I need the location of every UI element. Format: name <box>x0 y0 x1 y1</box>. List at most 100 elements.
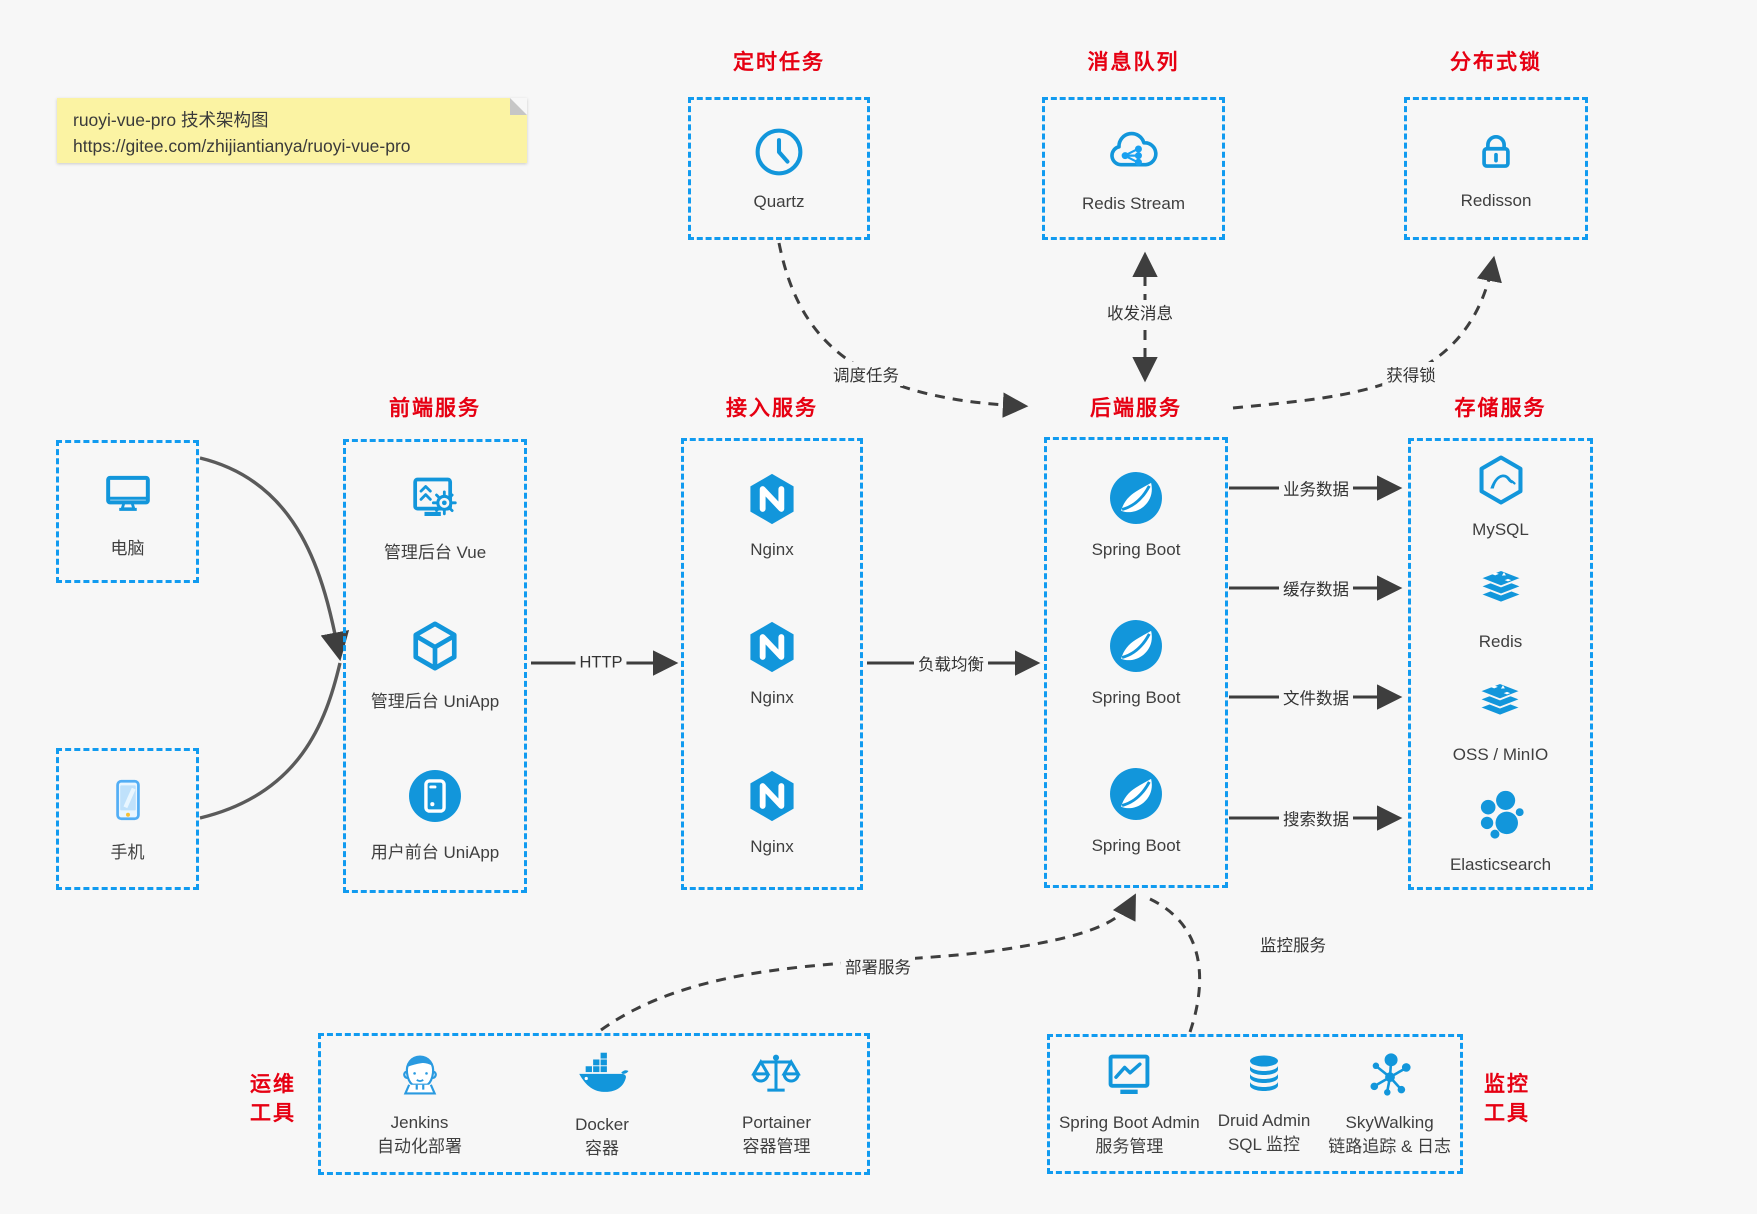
lock-icon <box>1470 126 1522 183</box>
node-druid-admin: Druid Admin SQL 监控 <box>1218 1051 1311 1157</box>
box-gateway: Nginx Nginx Nginx <box>681 438 863 890</box>
node-label: Portainer 容器管理 <box>742 1111 811 1159</box>
box-frontend: 管理后台 Vue 管理后台 UniApp 用户前台 UniApp <box>343 439 527 893</box>
title-storage: 存储服务 <box>1454 397 1547 420</box>
node-user-uniapp: 用户前台 UniApp <box>371 767 499 863</box>
box-redisson: Redisson <box>1404 97 1588 240</box>
node-name: Druid Admin <box>1217 1111 1311 1131</box>
node-label: SkyWalking 链路追踪 & 日志 <box>1328 1111 1451 1159</box>
title-monitor-tools: 监控 工具 <box>1472 1070 1542 1129</box>
cube-icon <box>407 618 463 679</box>
node-label: Jenkins 自动化部署 <box>377 1111 462 1159</box>
edge-label-get-lock: 获得锁 <box>1382 362 1440 386</box>
node-label: Spring Boot <box>1091 539 1181 559</box>
node-mysql: MySQL <box>1472 453 1529 540</box>
druid-icon <box>1240 1051 1288 1104</box>
node-label: Docker 容器 <box>575 1113 629 1161</box>
spring-boot-admin-icon <box>1103 1049 1155 1106</box>
node-admin-uniapp: 管理后台 UniApp <box>371 618 499 712</box>
node-desc: 服务管理 <box>1095 1137 1164 1156</box>
phone-icon <box>103 775 153 830</box>
node-redisson: Redisson <box>1460 126 1532 211</box>
title-frontend: 前端服务 <box>389 397 481 420</box>
note-title: ruoyi-vue-pro 技术架构图 <box>73 110 269 130</box>
redis-stack-icon <box>1473 563 1529 624</box>
node-label: 电脑 <box>110 538 145 558</box>
node-springboot-1: Spring Boot <box>1091 469 1181 560</box>
node-label: Redis Stream <box>1082 194 1185 213</box>
edge-label-biz-data: 业务数据 <box>1279 476 1353 500</box>
cloud-stream-icon <box>1104 123 1162 186</box>
node-label: Nginx <box>750 539 794 559</box>
oss-stack-icon <box>1472 676 1528 737</box>
node-elasticsearch: Elasticsearch <box>1450 788 1551 875</box>
nginx-icon <box>744 768 800 829</box>
note-url: https://gitee.com/zhijiantianya/ruoyi-vu… <box>73 136 411 157</box>
title-gateway: 接入服务 <box>726 397 818 420</box>
node-label: 管理后台 Vue <box>383 543 487 563</box>
node-label: Redis <box>1478 632 1523 652</box>
title-devops-line1: 运维 <box>250 1073 296 1096</box>
edge-monitor <box>1149 897 1202 1033</box>
node-label: Nginx <box>750 688 794 708</box>
admin-screen-icon <box>407 469 463 530</box>
edge-schedule <box>777 242 1029 418</box>
node-desc: SQL 监控 <box>1227 1135 1301 1154</box>
box-mobile: 手机 <box>56 748 199 890</box>
edge-label-deploy: 部署服务 <box>841 954 915 978</box>
edge-label-file-data: 文件数据 <box>1279 685 1353 709</box>
title-devops-line2: 工具 <box>250 1102 296 1126</box>
skywalking-icon <box>1364 1049 1416 1106</box>
node-quartz: Quartz <box>752 125 806 212</box>
node-desc: 容器管理 <box>742 1137 811 1156</box>
title-devops-tools: 运维 工具 <box>238 1070 308 1129</box>
sticky-note: ruoyi-vue-pro 技术架构图 https://gitee.com/zh… <box>57 98 527 163</box>
node-skywalking: SkyWalking 链路追踪 & 日志 <box>1328 1049 1451 1159</box>
node-desc: 链路追踪 & 日志 <box>1328 1137 1452 1156</box>
edge-label-search-data: 搜索数据 <box>1279 806 1353 830</box>
node-admin-vue: 管理后台 Vue <box>384 469 486 563</box>
node-label: Spring Boot Admin 服务管理 <box>1059 1111 1200 1159</box>
nginx-icon <box>744 619 800 680</box>
node-label: Redisson <box>1460 191 1532 210</box>
edge-phone-to-frontend <box>199 662 342 820</box>
node-label: 用户前台 UniApp <box>370 842 500 862</box>
node-label: Druid Admin SQL 监控 <box>1218 1109 1311 1157</box>
node-desc: 自动化部署 <box>377 1137 462 1156</box>
title-message-queue: 消息队列 <box>1087 51 1180 74</box>
title-distributed-lock: 分布式锁 <box>1450 51 1542 74</box>
edge-label-messages: 收发消息 <box>1103 300 1177 324</box>
box-backend: Spring Boot Spring Boot Spring Boot <box>1044 437 1228 888</box>
clock-icon <box>752 125 806 184</box>
node-springboot-3: Spring Boot <box>1091 765 1181 856</box>
title-monitor-line2: 工具 <box>1484 1102 1530 1126</box>
node-mobile: 手机 <box>103 775 153 863</box>
edge-label-load-balance: 负载均衡 <box>914 651 988 675</box>
node-portainer: Portainer 容器管理 <box>742 1049 811 1159</box>
title-backend: 后端服务 <box>1090 397 1182 420</box>
node-nginx-1: Nginx <box>744 471 800 560</box>
node-desc: 容器 <box>584 1139 619 1158</box>
box-redis-stream: Redis Stream <box>1042 97 1225 240</box>
desktop-icon <box>100 465 156 526</box>
node-springboot-2: Spring Boot <box>1092 617 1180 708</box>
edge-label-schedule: 调度任务 <box>829 362 903 386</box>
box-monitor: Spring Boot Admin 服务管理 Druid Admin SQL 监… <box>1047 1034 1463 1174</box>
mysql-icon <box>1474 453 1528 512</box>
elasticsearch-icon <box>1473 788 1527 847</box>
portainer-icon <box>750 1049 802 1106</box>
title-scheduled-tasks: 定时任务 <box>733 51 825 74</box>
edge-get-lock <box>1232 255 1502 410</box>
node-spring-boot-admin: Spring Boot Admin 服务管理 <box>1059 1049 1200 1159</box>
spring-icon <box>1107 617 1165 680</box>
node-label: Spring Boot <box>1091 836 1181 856</box>
box-devops: Jenkins 自动化部署 Docker 容器 Portainer 容器管理 <box>318 1033 870 1175</box>
node-docker: Docker 容器 <box>574 1047 630 1161</box>
nginx-icon <box>744 471 800 532</box>
node-nginx-2: Nginx <box>744 619 800 708</box>
node-redis: Redis <box>1473 563 1529 652</box>
edge-pc-to-frontend <box>199 456 350 662</box>
node-name: Jenkins <box>390 1113 449 1133</box>
node-label: Quartz <box>753 192 805 211</box>
